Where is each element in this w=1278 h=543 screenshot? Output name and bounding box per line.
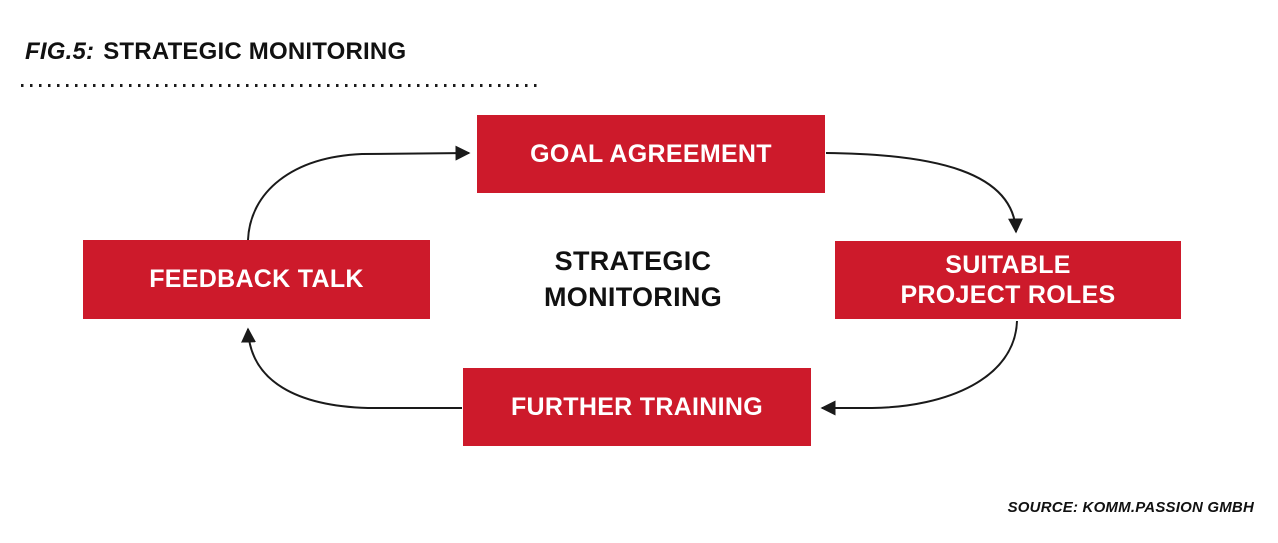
arrow-training-to-feedback	[241, 327, 462, 409]
figure-number: FIG.5:	[25, 38, 95, 65]
node-feedback-talk-label: FEEDBACK TALK	[149, 265, 364, 294]
arrow-feedback-to-goal	[247, 145, 471, 241]
node-suitable-project-roles-label: SUITABLE PROJECT ROLES	[900, 250, 1116, 310]
node-feedback-talk: FEEDBACK TALK	[83, 240, 430, 319]
source-credit: SOURCE: KOMM.PASSION GMBH	[1007, 499, 1254, 516]
node-suitable-project-roles: SUITABLE PROJECT ROLES	[835, 241, 1181, 319]
node-further-training-label: FURTHER TRAINING	[510, 392, 763, 421]
figure-title-text: STRATEGIC MONITORING	[103, 38, 407, 65]
node-goal-agreement: GOAL AGREEMENT	[477, 115, 825, 193]
cycle-center-label: STRATEGIC MONITORING	[544, 246, 722, 312]
node-further-training: FURTHER TRAINING	[463, 368, 811, 446]
node-goal-agreement-label: GOAL AGREEMENT	[530, 139, 772, 168]
figure-title: FIG.5: STRATEGIC MONITORING	[25, 38, 406, 66]
arrow-goal-to-roles	[825, 152, 1024, 234]
arrow-roles-to-training	[820, 320, 1018, 416]
title-underline-dotted	[21, 84, 541, 87]
